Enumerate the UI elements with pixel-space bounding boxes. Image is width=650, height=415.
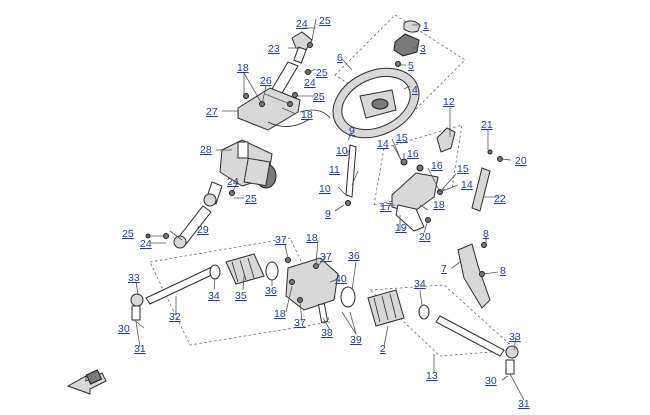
label-9: 9 [325,208,331,220]
front-arrow-icon [66,369,107,395]
label-24: 24 [140,238,152,250]
label-8: 8 [483,228,489,240]
label-3: 3 [420,43,426,55]
part-labels: 1 3 5 6 4 24 25 23 25 24 18 26 25 27 18 … [118,15,530,410]
label-5: 5 [408,60,414,72]
label-11: 11 [329,164,340,176]
label-37: 37 [275,234,287,246]
label-23: 23 [268,43,280,55]
label-20: 20 [515,155,527,167]
label-19: 19 [395,222,407,234]
label-14: 14 [377,138,389,150]
label-12: 12 [443,96,455,108]
label-34: 34 [208,290,220,302]
label-15: 15 [396,132,408,144]
label-29: 29 [197,224,209,236]
label-24: 24 [227,176,239,188]
label-26: 26 [260,75,272,87]
label-36: 36 [348,250,360,262]
label-6: 6 [337,52,343,64]
label-38: 38 [321,327,333,339]
label-27: 27 [206,106,218,118]
label-18: 18 [306,232,318,244]
label-37: 37 [294,317,306,329]
label-24: 24 [304,77,316,89]
label-7: 7 [441,263,447,275]
label-16: 16 [431,160,443,172]
label-2: 2 [380,343,386,355]
label-1: 1 [423,20,429,32]
label-20: 20 [419,231,431,243]
label-21: 21 [481,119,493,131]
label-16: 16 [407,148,419,160]
leader-lines [133,18,525,401]
label-10: 10 [319,183,331,195]
label-25: 25 [316,67,328,79]
label-18: 18 [274,308,286,320]
label-40: 40 [335,273,347,285]
label-36: 36 [265,285,277,297]
label-18: 18 [301,109,313,121]
label-10: 10 [336,145,348,157]
steering-wheel-group [332,14,466,139]
label-4: 4 [412,84,418,96]
label-33: 33 [509,331,521,343]
label-13: 13 [426,370,438,382]
label-28: 28 [200,144,212,156]
label-18: 18 [433,199,445,211]
steering-column-group [145,31,331,249]
steering-rack-group [130,237,356,346]
label-25: 25 [319,15,331,27]
label-22: 22 [494,193,506,205]
label-25: 25 [245,193,257,205]
label-32: 32 [169,311,181,323]
label-25: 25 [313,91,325,103]
right-tie-rod-group [367,242,519,375]
label-37: 37 [320,251,332,263]
label-34: 34 [414,278,426,290]
label-30: 30 [485,375,497,387]
label-24: 24 [296,18,308,30]
label-31: 31 [518,398,530,410]
label-31: 31 [134,343,146,355]
label-9: 9 [349,125,355,137]
label-25: 25 [122,228,134,240]
label-14: 14 [461,179,473,191]
label-18: 18 [237,62,249,74]
lever-mount-group [345,124,503,232]
label-15: 15 [457,163,469,175]
label-17: 17 [380,201,392,213]
label-39: 39 [350,334,362,346]
label-30: 30 [118,323,130,335]
label-33: 33 [128,272,140,284]
label-8: 8 [500,265,506,277]
label-35: 35 [235,290,247,302]
